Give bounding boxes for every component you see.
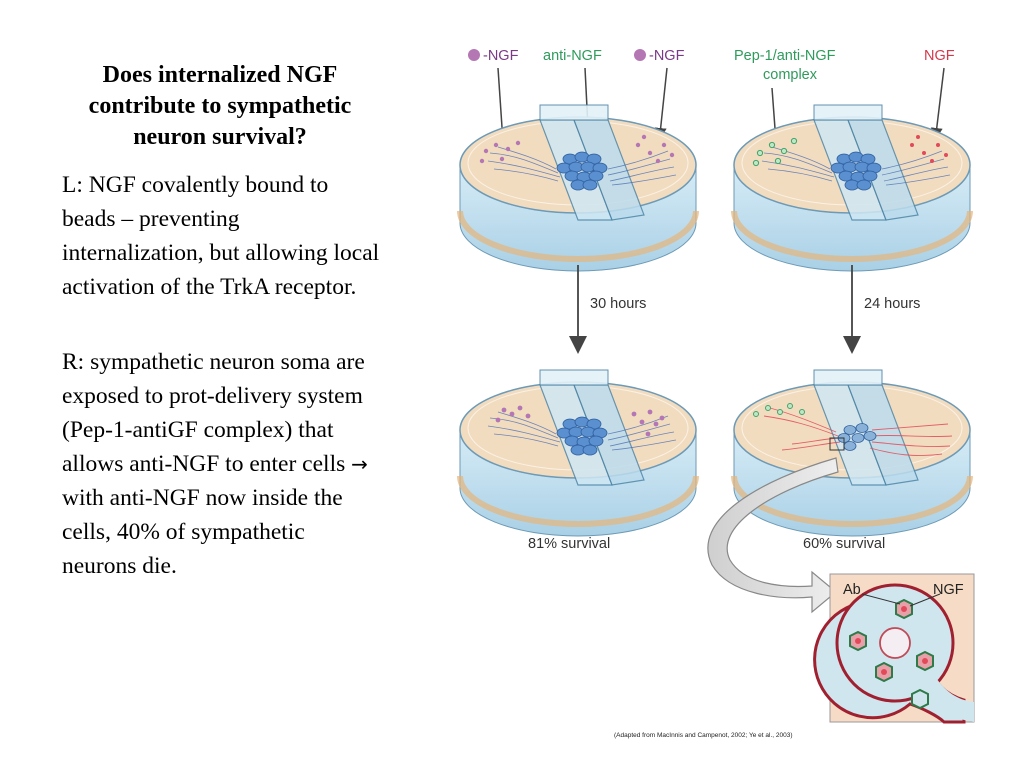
bead-icon: [468, 49, 480, 61]
survival-label-left: 81% survival: [528, 536, 610, 552]
inset-cell: Ab NGF: [813, 573, 975, 724]
slide-title: Does internalized NGF contribute to symp…: [88, 62, 352, 150]
right-labels: Pep-1/anti-NGF complex NGF: [734, 48, 955, 83]
time-label-left: 30 hours: [590, 296, 646, 312]
bead-ngf-label-left: -NGF: [483, 48, 519, 64]
survival-label-right: 60% survival: [803, 536, 885, 552]
anti-ngf-label: anti-NGF: [543, 48, 602, 64]
figure-credit: (Adapted from MacInnis and Campenot, 200…: [614, 732, 793, 739]
dish-bottom-right: [734, 370, 970, 536]
ngf-label: NGF: [924, 48, 955, 64]
dish-top-right: [734, 105, 970, 271]
bead-icon: [634, 49, 646, 61]
inset-ab-label: Ab: [843, 582, 861, 598]
inset-ngf-label: NGF: [933, 582, 964, 598]
left-experiment-description: L: NGF covalently bound to beads – preve…: [62, 172, 380, 300]
right-description-part2: with anti-NGF now inside the cells, 40% …: [62, 485, 343, 579]
dish-bottom-left: [460, 370, 696, 536]
left-labels: -NGF anti-NGF -NGF: [468, 48, 685, 64]
pep1-label: Pep-1/anti-NGF: [734, 48, 836, 64]
time-label-right: 24 hours: [864, 296, 920, 312]
right-experiment-description: R: sympathetic neuron soma are exposed t…: [62, 345, 382, 583]
dish-top-left: [460, 105, 696, 271]
callout-arrow: [707, 457, 839, 614]
complex-label: complex: [763, 67, 818, 83]
arrow-icon: →: [351, 452, 368, 476]
bead-ngf-label-right: -NGF: [649, 48, 685, 64]
right-description-part1: R: sympathetic neuron soma are exposed t…: [62, 349, 365, 477]
